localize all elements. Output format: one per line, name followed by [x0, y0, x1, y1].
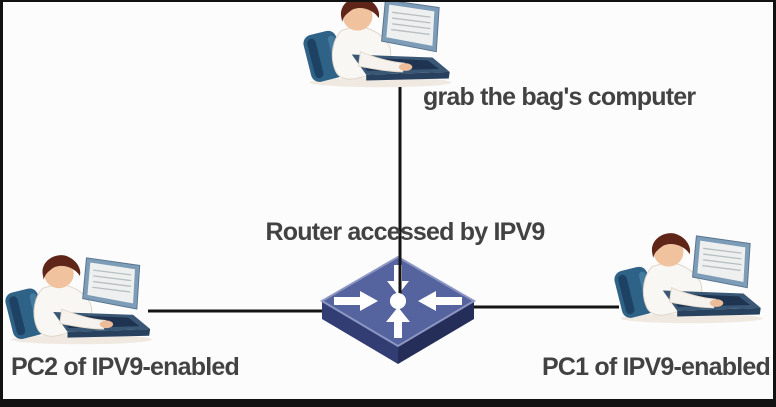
pc1-label: PC1 of IPV9-enabled	[542, 353, 771, 381]
person-at-computer-icon-pc2	[3, 254, 153, 345]
router-center-dot	[390, 293, 406, 309]
pc2-label: PC2 of IPV9-enabled	[11, 353, 240, 381]
router-icon	[320, 255, 476, 364]
top-computer-label: grab the bag's computer	[423, 83, 696, 111]
person-at-computer-icon-top	[300, 2, 453, 88]
router-label: Router accessed by IPV9	[265, 218, 546, 246]
person-at-computer-icon-pc1	[611, 232, 764, 324]
